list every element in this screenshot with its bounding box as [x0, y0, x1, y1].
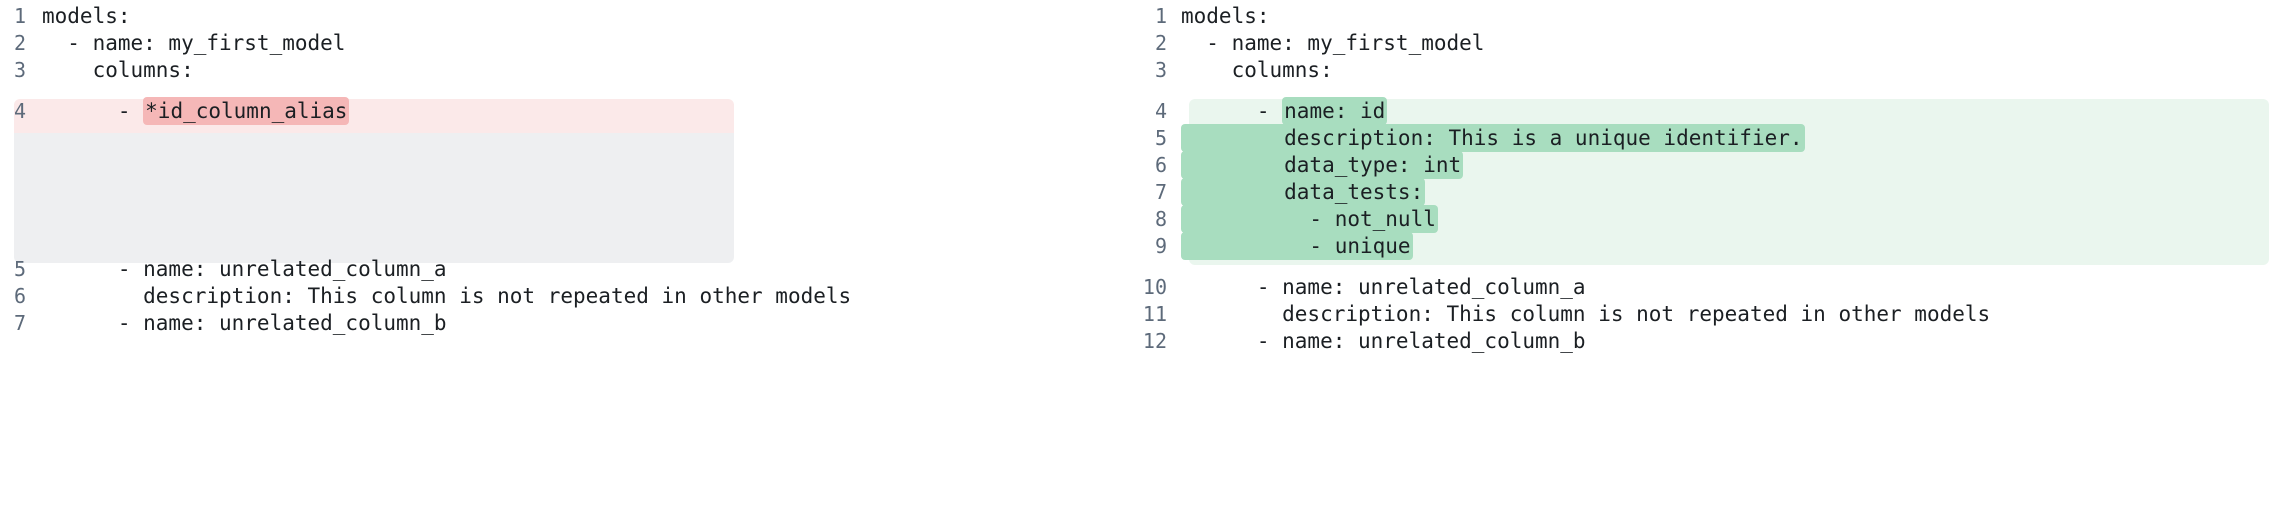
code-line[interactable]: 1 models:	[0, 3, 1139, 30]
line-code: - name: unrelated_column_b	[1181, 329, 1586, 353]
line-code: - name: my_first_model	[1181, 31, 1485, 55]
line-number: 2	[1154, 31, 1167, 55]
line-number: 6	[1154, 153, 1167, 177]
code-line-added[interactable]: 4 - name: id	[1139, 97, 2278, 125]
line-number: 10	[1142, 275, 1167, 299]
code-line[interactable]: 7 - name: unrelated_column_b	[0, 310, 1139, 337]
line-code: models:	[1181, 4, 1270, 28]
line-code: - name: unrelated_column_b	[42, 311, 447, 335]
line-number: 9	[1154, 234, 1167, 258]
line-number: 1	[1154, 4, 1167, 28]
line-number: 4	[13, 99, 26, 123]
added-token: - not_null	[1181, 205, 1438, 233]
line-code: - not_null	[1181, 205, 2278, 233]
line-code: data_tests:	[1181, 178, 2278, 206]
line-number: 11	[1142, 302, 1167, 326]
code-line[interactable]: 5 - name: unrelated_column_a	[0, 256, 1139, 283]
deleted-block-placeholder	[14, 133, 734, 263]
code-line-added[interactable]: 7 data_tests:	[1139, 178, 2278, 206]
line-number: 4	[1154, 99, 1167, 123]
line-code: columns:	[1181, 58, 1333, 82]
code-line[interactable]: 3 columns:	[0, 57, 1139, 84]
line-code: data_type: int	[1181, 151, 2278, 179]
line-number: 7	[13, 311, 26, 335]
code-line-deleted[interactable]: 4 - *id_column_alias	[0, 97, 1139, 125]
code-line[interactable]: 11 description: This column is not repea…	[1139, 301, 2278, 328]
code-line[interactable]: 1 models:	[1139, 3, 2278, 30]
line-number: 12	[1142, 329, 1167, 353]
code-line-added[interactable]: 9 - unique	[1139, 232, 2278, 260]
line-code: - unique	[1181, 232, 2278, 260]
line-number: 7	[1154, 180, 1167, 204]
line-code: - name: unrelated_column_a	[1181, 275, 1586, 299]
line-number: 3	[1154, 58, 1167, 82]
added-token: data_type: int	[1181, 151, 1464, 179]
code-line[interactable]: 3 columns:	[1139, 57, 2278, 84]
diff-pane-after: 1 models: 2 - name: my_first_model 3 col…	[1139, 0, 2278, 528]
line-number: 5	[13, 257, 26, 281]
code-line-added[interactable]: 8 - not_null	[1139, 205, 2278, 233]
line-code: columns:	[42, 58, 194, 82]
line-code: description: This is a unique identifier…	[1181, 124, 2278, 152]
line-code: - *id_column_alias	[42, 97, 1139, 125]
line-code: description: This column is not repeated…	[1181, 302, 1991, 326]
line-code: description: This column is not repeated…	[42, 284, 852, 308]
line-number: 6	[13, 284, 26, 308]
added-token: description: This is a unique identifier…	[1181, 124, 1805, 152]
code-line[interactable]: 6 description: This column is not repeat…	[0, 283, 1139, 310]
code-line-added[interactable]: 5 description: This is a unique identifi…	[1139, 124, 2278, 152]
code-line-added[interactable]: 6 data_type: int	[1139, 151, 2278, 179]
line-number: 8	[1154, 207, 1167, 231]
code-line[interactable]: 2 - name: my_first_model	[1139, 30, 2278, 57]
code-line[interactable]: 10 - name: unrelated_column_a	[1139, 274, 2278, 301]
line-code: - name: unrelated_column_a	[42, 257, 447, 281]
line-code: - name: id	[1181, 97, 2278, 125]
line-number: 3	[13, 58, 26, 82]
code-line[interactable]: 2 - name: my_first_model	[0, 30, 1139, 57]
deleted-token: *id_column_alias	[143, 97, 350, 125]
line-number: 2	[13, 31, 26, 55]
code-line[interactable]: 12 - name: unrelated_column_b	[1139, 328, 2278, 355]
line-prefix: -	[42, 99, 144, 123]
line-code: - name: my_first_model	[42, 31, 346, 55]
line-code: models:	[42, 4, 131, 28]
line-number: 5	[1154, 126, 1167, 150]
added-token: - unique	[1181, 232, 1413, 260]
deleted-block-highlight	[14, 99, 734, 133]
added-token: data_tests:	[1181, 178, 1426, 206]
line-number: 1	[13, 4, 26, 28]
line-prefix: -	[1181, 99, 1283, 123]
added-token: name: id	[1282, 97, 1388, 125]
diff-pane-before: 1 models: 2 - name: my_first_model 3 col…	[0, 3, 1139, 337]
